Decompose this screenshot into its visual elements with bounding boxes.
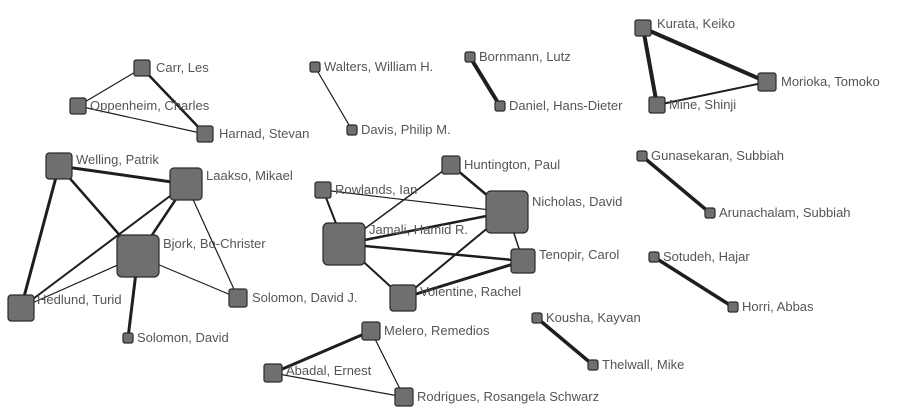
edge-nicholas-jamali <box>342 210 509 246</box>
edge-jamali-tenopir <box>342 242 525 263</box>
node-label-huntington: Huntington, Paul <box>464 157 560 172</box>
edge-oppenheim-carr <box>77 67 143 107</box>
node-nicholas[interactable] <box>485 190 529 234</box>
node-morioka[interactable] <box>757 72 777 92</box>
node-kurata[interactable] <box>634 19 652 37</box>
node-rowlands[interactable] <box>314 181 332 199</box>
edge-carr-harnad <box>140 66 207 136</box>
node-label-carr: Carr, Les <box>156 60 209 75</box>
node-label-solomon_d: Solomon, David <box>137 330 229 345</box>
edge-mine-morioka <box>656 81 768 106</box>
node-label-tenopir: Tenopir, Carol <box>539 247 619 262</box>
edge-oppenheim-harnad <box>77 105 206 135</box>
node-label-laakso: Laakso, Mikael <box>206 168 293 183</box>
edge-sotudeh-horri <box>652 255 735 309</box>
node-carr[interactable] <box>133 59 151 77</box>
node-solomon_d[interactable] <box>122 332 134 344</box>
node-label-solomon_dj: Solomon, David J. <box>252 290 358 305</box>
node-label-arunachalam: Arunachalam, Subbiah <box>719 205 851 220</box>
node-laakso[interactable] <box>169 167 203 201</box>
edge-kurata-morioka <box>641 26 769 84</box>
node-label-thelwall: Thelwall, Mike <box>602 357 684 372</box>
node-label-rowlands: Rowlands, Ian <box>335 182 417 197</box>
edge-laakso-hedlund <box>20 183 187 309</box>
edge-kousha-thelwall <box>535 316 595 367</box>
node-mine[interactable] <box>648 96 666 114</box>
node-welling[interactable] <box>45 152 73 180</box>
node-label-harnad: Harnad, Stevan <box>219 126 309 141</box>
node-label-sotudeh: Sotudeh, Hajar <box>663 249 750 264</box>
node-gunasekaran[interactable] <box>636 150 648 162</box>
node-davis[interactable] <box>346 124 358 136</box>
node-arunachalam[interactable] <box>704 207 716 219</box>
node-bornmann[interactable] <box>464 51 476 63</box>
node-label-horri: Horri, Abbas <box>742 299 814 314</box>
node-sotudeh[interactable] <box>648 251 660 263</box>
node-label-jamali: Jamali, Hamid R. <box>369 222 468 237</box>
node-label-kousha: Kousha, Kayvan <box>546 310 641 325</box>
node-label-daniel: Daniel, Hans-Dieter <box>509 98 623 113</box>
node-label-nicholas: Nicholas, David <box>532 194 622 209</box>
edge-welling-hedlund <box>19 164 61 310</box>
node-label-volentine: Volentine, Rachel <box>420 284 521 299</box>
node-horri[interactable] <box>727 301 739 313</box>
node-melero[interactable] <box>361 321 381 341</box>
node-label-oppenheim: Oppenheim, Charles <box>90 98 210 113</box>
node-label-walters: Walters, William H. <box>324 59 433 74</box>
node-label-bjork: Bjork, Bo-Christer <box>163 236 266 251</box>
node-kousha[interactable] <box>531 312 543 324</box>
edge-walters-davis <box>314 66 353 131</box>
node-huntington[interactable] <box>441 155 461 175</box>
node-label-rodrigues: Rodrigues, Rosangela Schwarz <box>417 389 599 404</box>
nodes-layer <box>7 19 777 407</box>
edge-gunasekaran-arunachalam <box>640 154 712 215</box>
node-thelwall[interactable] <box>587 359 599 371</box>
node-solomon_dj[interactable] <box>228 288 248 308</box>
node-label-mine: Mine, Shinji <box>669 97 736 112</box>
node-label-abadal: Abadal, Ernest <box>286 363 372 378</box>
node-label-welling: Welling, Patrik <box>76 152 159 167</box>
edge-bornmann-daniel <box>468 55 502 108</box>
node-label-kurata: Kurata, Keiko <box>657 16 735 31</box>
edge-kurata-mine <box>641 26 659 107</box>
node-harnad[interactable] <box>196 125 214 143</box>
edge-tenopir-volentine <box>401 259 525 300</box>
edge-laakso-solomon_dj <box>185 183 239 299</box>
node-daniel[interactable] <box>494 100 506 112</box>
node-abadal[interactable] <box>263 363 283 383</box>
node-label-davis: Davis, Philip M. <box>361 122 451 137</box>
node-label-gunasekaran: Gunasekaran, Subbiah <box>651 148 784 163</box>
node-walters[interactable] <box>309 61 321 73</box>
node-rodrigues[interactable] <box>394 387 414 407</box>
node-oppenheim[interactable] <box>69 97 87 115</box>
node-jamali[interactable] <box>322 222 366 266</box>
edge-melero-rodrigues <box>370 330 405 398</box>
node-bjork[interactable] <box>116 234 160 278</box>
node-tenopir[interactable] <box>510 248 536 274</box>
edge-melero-abadal <box>271 329 373 375</box>
node-label-hedlund: Hedlund, Turid <box>37 292 122 307</box>
node-volentine[interactable] <box>389 284 417 312</box>
edge-rowlands-nicholas <box>322 189 508 213</box>
node-label-bornmann: Bornmann, Lutz <box>479 49 571 64</box>
edge-abadal-rodrigues <box>272 372 405 398</box>
node-hedlund[interactable] <box>7 294 35 322</box>
edge-welling-laakso <box>57 164 188 186</box>
node-label-morioka: Morioka, Tomoko <box>781 74 880 89</box>
node-label-melero: Melero, Remedios <box>384 323 490 338</box>
